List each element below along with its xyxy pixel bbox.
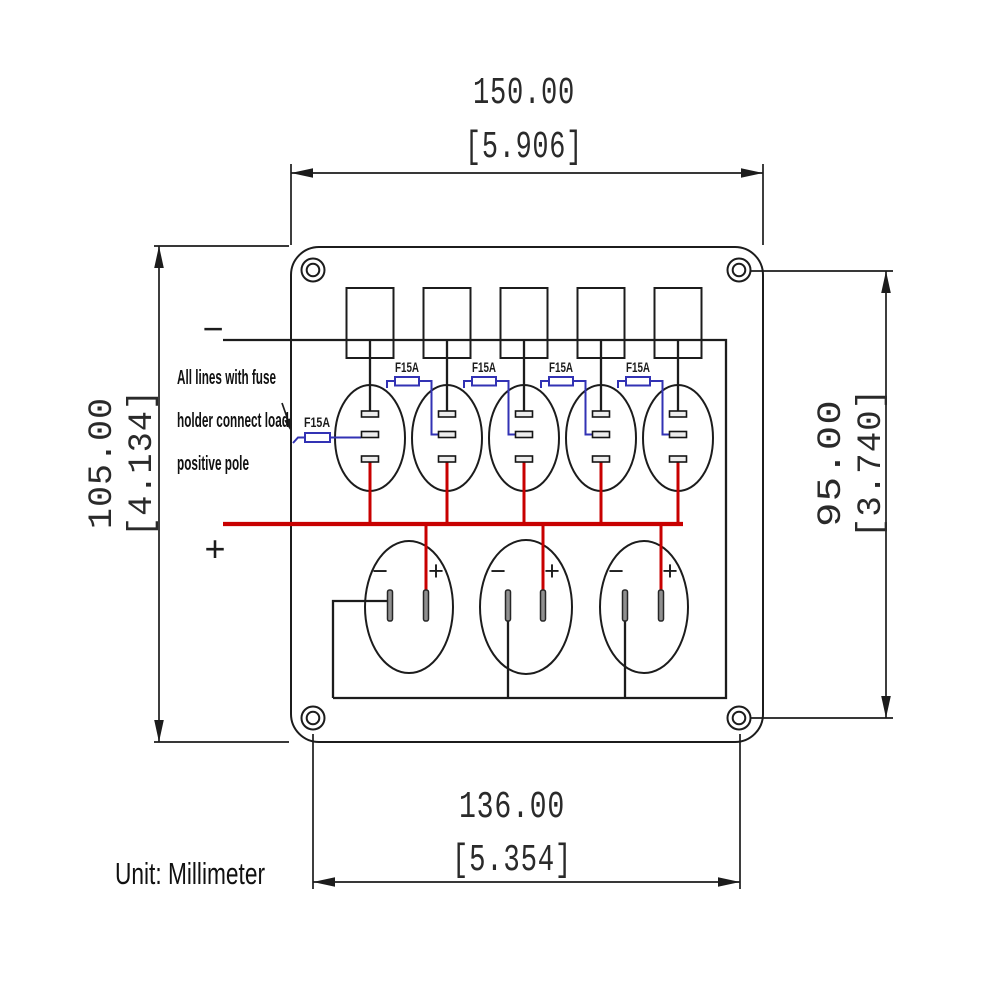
dim-bottom-mm: 136.00 [459, 786, 565, 829]
power-socket-3 [599, 540, 689, 674]
power-socket-1 [364, 540, 454, 674]
fuse4-label: F15A [549, 359, 573, 375]
fuse-labels: F15A F15A F15A F15A F15A [304, 359, 650, 430]
fuse-annotation: All lines with fuse holder connect load … [177, 367, 289, 475]
fuse5-body [625, 376, 651, 387]
fuse4-body [548, 376, 574, 387]
switch-terminals [360, 410, 688, 463]
positive-bus-sign: + [204, 528, 225, 569]
dim-top-inch: [5.906] [465, 126, 583, 169]
fuse1-body [304, 432, 331, 443]
mounting-hole-top-left [300, 257, 326, 283]
annotation-line-3: positive pole [177, 453, 249, 475]
socket1-minus-sign: − [372, 556, 388, 586]
annotation-leader-arrowhead [284, 418, 292, 433]
mounting-hole-bottom-left [300, 705, 326, 731]
fuse3-body [471, 376, 497, 387]
negative-wiring [223, 338, 728, 700]
arrow-right-bottom [881, 696, 891, 718]
negative-bus-wire [223, 338, 728, 700]
fuse1-label: F15A [304, 414, 330, 430]
socket3-minus-sign: − [608, 556, 624, 586]
fuse2-lead-right [419, 380, 439, 436]
annotation-line-2: holder connect load [177, 410, 289, 432]
arrow-left-top [154, 246, 164, 268]
fuse3-lead-right [496, 380, 516, 436]
annotation-line-1: All lines with fuse [177, 367, 276, 389]
mounting-hole-top-right [726, 257, 752, 283]
fuse4-lead-right [573, 380, 593, 436]
dim-bottom-inch: [5.354] [452, 839, 572, 882]
dimension-arrows [154, 168, 891, 887]
panel-outline [290, 246, 764, 743]
dimension-linework [154, 164, 893, 889]
power-socket-2 [479, 539, 573, 675]
mounting-hole-bottom-right [726, 705, 752, 731]
positive-wiring [223, 461, 683, 591]
dim-left-mm: 105.00 [84, 397, 122, 529]
arrow-right-top [881, 271, 891, 293]
dim-left-group: 105.00 [4.134] [84, 389, 162, 537]
fuse-wiring [292, 376, 670, 444]
fuse3-lead-left [463, 380, 472, 388]
unit-note: Unit: Millimeter [115, 856, 265, 891]
dim-right-inch: [3.740] [853, 388, 891, 538]
dim-right-mm: 95.00 [813, 399, 851, 527]
socket-polarity-signs: − + − + − + [372, 556, 678, 586]
fuse2-body [394, 376, 420, 387]
dim-left-inch: [4.134] [124, 389, 162, 537]
socket1-negative-wire [331, 599, 387, 698]
arrow-top-left [291, 168, 313, 178]
fuse4-lead-left [540, 380, 549, 388]
arrow-top-right [741, 168, 763, 178]
socket2-minus-sign: − [490, 556, 506, 586]
fuse3-label: F15A [472, 359, 496, 375]
fuse5-lead-right [650, 380, 670, 436]
negative-bus-sign: − [202, 308, 223, 349]
socket2-plus-sign: + [544, 556, 560, 586]
socket-terminals [386, 589, 665, 622]
dim-right-group: 95.00 [3.740] [813, 388, 891, 538]
arrow-bottom-left [313, 877, 335, 887]
fuse5-lead-left [617, 380, 626, 388]
fuse1-lead-left [292, 436, 305, 444]
arrow-left-bottom [154, 720, 164, 742]
arrow-bottom-right [718, 877, 740, 887]
socket3-plus-sign: + [662, 556, 678, 586]
fuse5-label: F15A [626, 359, 650, 375]
socket1-plus-sign: + [428, 556, 444, 586]
dim-top-mm: 150.00 [473, 72, 575, 115]
panel-linework [290, 246, 764, 743]
fuse2-lead-left [386, 380, 395, 388]
fuse2-label: F15A [395, 359, 419, 375]
